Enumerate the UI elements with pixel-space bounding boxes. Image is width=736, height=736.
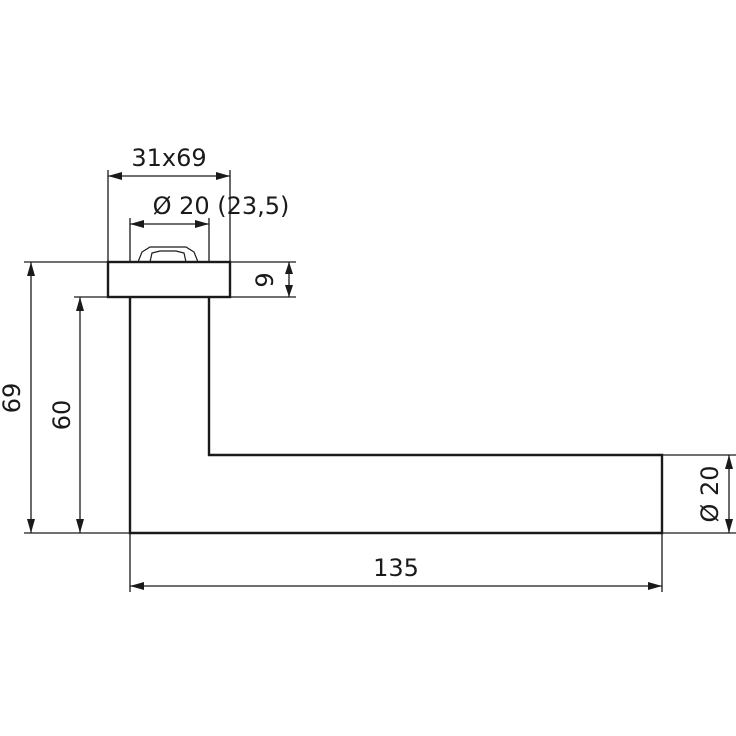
dimension-neck-diameter: Ø 20 (23,5)	[129, 192, 290, 262]
dimension-lever-length: 135	[129, 533, 663, 592]
dimension-lever-height: 60	[48, 296, 108, 533]
dimension-rose-height: 9	[230, 261, 296, 298]
lever-body	[128, 297, 664, 535]
dimension-label-neck-diameter: Ø 20 (23,5)	[153, 192, 290, 220]
handle-outline	[106, 246, 664, 535]
dimension-total-height: 69	[0, 261, 130, 534]
dimension-label-lever-length: 135	[373, 554, 419, 582]
dimension-rose-size: 31x69	[107, 144, 231, 262]
rose-screw-cap	[137, 246, 199, 263]
rose-plate	[106, 260, 232, 299]
dimension-lever-diameter: Ø 20	[662, 454, 736, 534]
dimension-label-rose-size: 31x69	[131, 144, 206, 172]
dimension-label-rose-height: 9	[251, 272, 279, 287]
dimension-label-lever-diameter: Ø 20	[696, 465, 724, 522]
rose-screw-detail	[149, 250, 187, 263]
dimension-label-lever-height: 60	[48, 400, 76, 431]
dimension-label-total-height: 69	[0, 383, 26, 414]
